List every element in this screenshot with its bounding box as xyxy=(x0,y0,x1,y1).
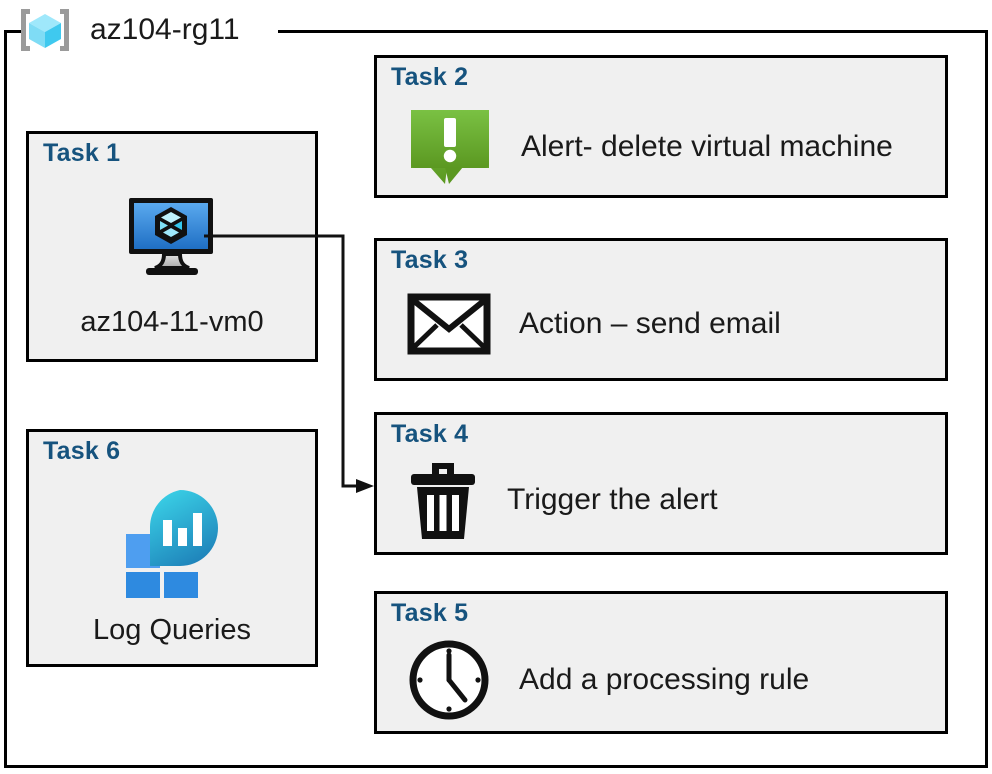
card-task6-title: Task 6 xyxy=(43,437,121,465)
card-task6[interactable]: Task 6 Log Queries xyxy=(26,429,318,667)
card-task1[interactable]: Task 1 xyxy=(26,131,318,362)
container-border-right xyxy=(985,30,988,768)
card-task6-caption: Log Queries xyxy=(93,614,251,646)
card-task3-label: Action – send email xyxy=(519,307,781,340)
card-task1-title: Task 1 xyxy=(43,139,121,167)
card-task4-label: Trigger the alert xyxy=(507,483,718,516)
card-task5-label: Add a processing rule xyxy=(519,663,810,696)
container-border-left xyxy=(4,30,7,768)
card-task3[interactable]: Task 3 Action – send email xyxy=(374,238,948,381)
card-task6-icon-wrap xyxy=(29,486,315,598)
card-task4-row: Trigger the alert xyxy=(407,459,718,541)
resource-group-label: az104-rg11 xyxy=(90,13,240,46)
resource-group-container xyxy=(4,30,988,768)
container-border-top-left xyxy=(4,30,26,33)
trash-can-icon xyxy=(411,463,475,539)
card-task5-title: Task 5 xyxy=(391,599,469,627)
log-analytics-icon xyxy=(126,490,218,598)
resource-group-header: az104-rg11 xyxy=(14,2,240,58)
container-border-bottom xyxy=(4,765,988,768)
card-task2[interactable]: Task 2 Alert- delete virtual machine xyxy=(374,55,948,198)
clock-icon xyxy=(409,640,489,720)
envelope-icon xyxy=(407,293,491,355)
card-task3-title: Task 3 xyxy=(391,246,469,274)
card-task2-title: Task 2 xyxy=(391,63,469,91)
alert-callout-icon xyxy=(411,110,489,184)
card-task5-row: Add a processing rule xyxy=(407,638,809,722)
virtual-machine-icon xyxy=(129,198,213,275)
card-task5[interactable]: Task 5 Add a processing rule xyxy=(374,591,948,734)
card-task4-title: Task 4 xyxy=(391,420,469,448)
card-task1-icon-wrap xyxy=(29,194,315,280)
card-task3-row: Action – send email xyxy=(407,293,781,355)
card-task2-label: Alert- delete virtual machine xyxy=(521,130,893,163)
card-task1-caption: az104-11-vm0 xyxy=(80,306,264,338)
card-task4[interactable]: Task 4 Trigger the alert xyxy=(374,412,948,555)
card-task2-row: Alert- delete virtual machine xyxy=(407,106,893,188)
container-border-top-right xyxy=(278,30,988,33)
azure-resource-group-icon xyxy=(14,5,76,55)
